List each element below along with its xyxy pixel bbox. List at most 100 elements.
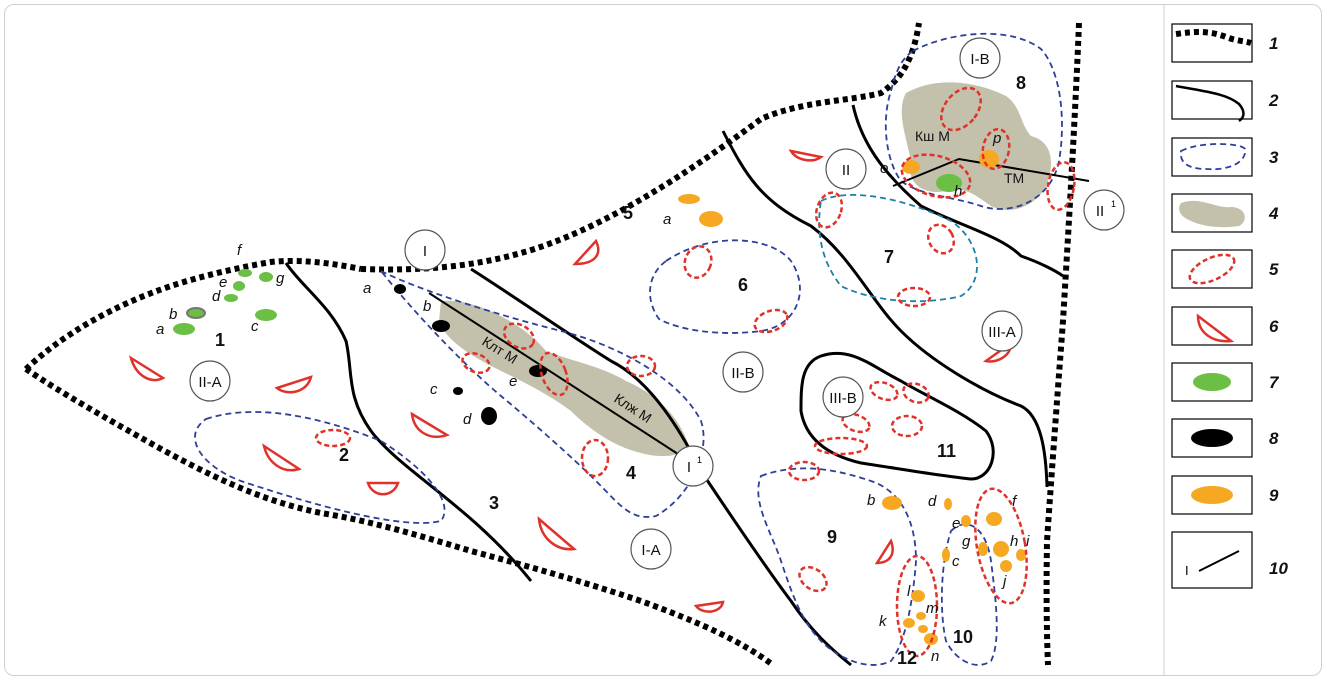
- orange-body-m3: [918, 625, 928, 633]
- black-body-e: [529, 365, 547, 377]
- legend-label-6: 6: [1269, 317, 1279, 336]
- profile-lines: [428, 157, 1090, 457]
- black-body-d: [481, 407, 497, 425]
- body-letters: a b c d e f g a b c d e a o p h b d e f …: [156, 130, 1030, 665]
- legend-label-10: 10: [1269, 559, 1288, 578]
- orange-body-d: [944, 498, 952, 510]
- legend-label-7: 7: [1269, 373, 1280, 392]
- black-bodies: [394, 284, 547, 425]
- legend-label-9: 9: [1269, 486, 1279, 505]
- orange-body-o: [902, 160, 920, 174]
- letter-a-black: a: [363, 280, 371, 297]
- letter-o-orange: o: [880, 160, 888, 177]
- orange-body-m2: [903, 618, 915, 628]
- green-body-g: [259, 272, 273, 282]
- profile-II1-label: II: [1096, 203, 1104, 220]
- area-8-label: 8: [1016, 73, 1026, 93]
- red-half-moons: [128, 149, 1013, 613]
- zone-circles: [189, 37, 1125, 570]
- green-bodies: [173, 174, 962, 335]
- legend-label-8: 8: [1269, 429, 1279, 448]
- massif-ksh: [901, 82, 1051, 210]
- legend: I 1 2 3 4 5 6 7 8 9 10: [1171, 23, 1288, 589]
- orange-body-b: [882, 496, 902, 510]
- area-7-label: 7: [884, 247, 894, 267]
- legend-label-3: 3: [1269, 148, 1279, 167]
- legend-label-4: 4: [1268, 204, 1279, 223]
- orange-body-i: [1016, 549, 1026, 561]
- green-body-e: [233, 281, 245, 291]
- legend-label-5: 5: [1269, 260, 1279, 279]
- zone-II-A-label: II-A: [198, 374, 221, 391]
- orange-body-e: [961, 515, 971, 527]
- letter-b-green: b: [169, 306, 177, 323]
- letter-g-orange: g: [962, 533, 971, 550]
- green-body-f: [238, 269, 252, 277]
- letter-n-orange: n: [931, 648, 939, 665]
- letter-b-orange: b: [867, 492, 875, 509]
- letter-a-orange: a: [663, 211, 671, 228]
- legend-symbol-massif: [1179, 200, 1245, 228]
- orange-body-l: [911, 590, 925, 602]
- green-body-b: [186, 307, 206, 319]
- black-body-c: [453, 387, 463, 395]
- regional-boundaries: [23, 22, 1082, 668]
- black-body-a: [394, 284, 406, 294]
- profile-II1-sup: 1: [1111, 199, 1116, 209]
- area-9-label: 9: [827, 527, 837, 547]
- orange-body-j: [1000, 560, 1012, 572]
- orange-body-a2: [699, 211, 723, 227]
- orange-body-f: [986, 512, 1002, 526]
- letter-c-green: c: [251, 318, 259, 335]
- letter-c-black: c: [430, 381, 438, 398]
- letter-a-green: a: [156, 321, 164, 338]
- area-12-label: 12: [897, 648, 917, 668]
- orange-body-m1: [916, 612, 926, 620]
- black-body-b: [432, 320, 450, 332]
- profile-I1-label: I: [687, 459, 691, 476]
- zone-I-A-label: I-A: [641, 542, 660, 559]
- orange-body-h: [993, 541, 1009, 557]
- legend-profile-glyph: I: [1185, 563, 1189, 578]
- letter-b-black: b: [423, 298, 431, 315]
- letter-g-green: g: [276, 270, 285, 287]
- legend-symbol-orange-body: [1191, 486, 1233, 504]
- letter-d-orange: d: [928, 493, 937, 510]
- figure-frame: I II-A II-B I 1 I-A II I-B III-A III-B I…: [4, 4, 1322, 676]
- orange-body-g: [978, 542, 988, 556]
- green-body-a: [173, 323, 195, 335]
- letter-m-orange: m: [926, 600, 939, 617]
- letter-h-orange: h: [1010, 533, 1018, 550]
- legend-symbol-zone-outline: [1179, 143, 1246, 171]
- letter-e-green: e: [219, 274, 227, 291]
- letter-f-orange: f: [1012, 493, 1018, 510]
- profile-II-label: II: [842, 162, 850, 179]
- area-6-label: 6: [738, 275, 748, 295]
- zone-III-A-label: III-A: [988, 324, 1016, 341]
- orange-bodies: [678, 150, 1026, 645]
- letter-j-orange: j: [1001, 573, 1007, 590]
- area-2-label: 2: [339, 445, 349, 465]
- legend-symbol-red-ellipse: [1188, 253, 1236, 285]
- green-body-c: [255, 309, 277, 321]
- letter-c-orange: c: [952, 553, 960, 570]
- green-body-h: [936, 174, 962, 192]
- red-anomaly-ellipses: [314, 86, 1076, 658]
- profile-I-label: I: [423, 243, 427, 260]
- zone-II-B-label: II-B: [731, 365, 754, 382]
- orange-body-p: [979, 150, 999, 168]
- letter-p-orange: p: [992, 130, 1001, 147]
- geological-map: I II-A II-B I 1 I-A II I-B III-A III-B I…: [23, 5, 1288, 675]
- letter-e-black: e: [509, 373, 517, 390]
- area-4-label: 4: [626, 463, 636, 483]
- area-11-label: 11: [937, 441, 956, 461]
- letter-d-green: d: [212, 288, 221, 305]
- profile-I1-sup: 1: [697, 455, 702, 465]
- area-5-label: 5: [623, 203, 633, 223]
- letter-d-black: d: [463, 411, 472, 428]
- orange-body-c: [942, 548, 950, 562]
- legend-symbol-solid-boundary: [1175, 84, 1245, 123]
- letter-k-orange: k: [879, 613, 888, 630]
- legend-label-2: 2: [1268, 91, 1279, 110]
- letter-i-orange: i: [1026, 533, 1030, 550]
